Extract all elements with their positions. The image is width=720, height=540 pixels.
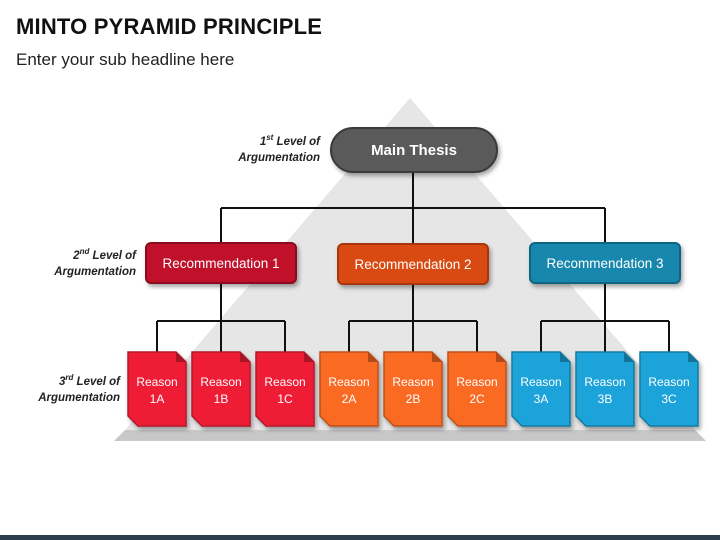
reason-box-1c: Reason 1C [255, 351, 315, 427]
connectors-level-1 [220, 173, 606, 243]
reason-box-fold [432, 352, 442, 362]
connectors-level-2 [156, 284, 670, 352]
reason-label-line2: 3B [598, 392, 613, 406]
reason-box-fold [176, 352, 186, 362]
reason-label-line2: 2B [406, 392, 421, 406]
reason-box-1a: Reason 1A [127, 351, 187, 427]
reason-box-2c: Reason 2C [447, 351, 507, 427]
reason-label-line2: 2A [342, 392, 357, 406]
reason-box-shape [191, 351, 251, 427]
reason-box-fold [496, 352, 506, 362]
page-title: MINTO PYRAMID PRINCIPLE [16, 14, 323, 39]
level-2-label: 2nd Level of Argumentation [54, 247, 136, 278]
reason-box-fold [368, 352, 378, 362]
reason-box-shape [383, 351, 443, 427]
reason-box-3a: Reason 3A [511, 351, 571, 427]
reason-box-fold [624, 352, 634, 362]
recommendation-1-box: Recommendation 1 [145, 242, 297, 284]
recommendation-2-box: Recommendation 2 [337, 243, 489, 285]
reason-box-shape [639, 351, 699, 427]
reason-label-line2: 1C [277, 392, 293, 406]
reason-label-line2: 2C [469, 392, 485, 406]
reason-label-line2: 3A [534, 392, 549, 406]
reasons-row: Reason 1A Reason 1B Reason 1C Reason 2A Reason 2B… [127, 351, 699, 427]
reason-label-line1: Reason [648, 375, 689, 389]
reason-box-shape [575, 351, 635, 427]
pyramid-base [114, 430, 706, 441]
reason-label-line1: Reason [136, 375, 177, 389]
reason-box-3c: Reason 3C [639, 351, 699, 427]
reason-label-line1: Reason [328, 375, 369, 389]
reason-label-line1: Reason [584, 375, 625, 389]
reason-label-line2: 1A [150, 392, 165, 406]
reason-box-2a: Reason 2A [319, 351, 379, 427]
reason-box-1b: Reason 1B [191, 351, 251, 427]
level-1-label: 1st Level of Argumentation [238, 133, 320, 164]
reason-box-shape [319, 351, 379, 427]
reason-box-shape [127, 351, 187, 427]
reason-box-fold [560, 352, 570, 362]
recommendation-3-box: Recommendation 3 [529, 242, 681, 284]
reason-label-line1: Reason [200, 375, 241, 389]
reason-label-line2: 1B [214, 392, 229, 406]
reason-label-line1: Reason [456, 375, 497, 389]
reason-box-shape [447, 351, 507, 427]
reason-box-fold [304, 352, 314, 362]
reason-label-line2: 3C [661, 392, 677, 406]
bottom-bar [0, 535, 720, 540]
reason-label-line1: Reason [520, 375, 561, 389]
reason-box-fold [240, 352, 250, 362]
reason-box-shape [255, 351, 315, 427]
reason-box-3b: Reason 3B [575, 351, 635, 427]
reason-box-shape [511, 351, 571, 427]
reason-label-line1: Reason [264, 375, 305, 389]
level-3-label: 3rd Level of Argumentation [38, 373, 120, 404]
main-thesis-box: Main Thesis [330, 127, 498, 173]
reason-box-2b: Reason 2B [383, 351, 443, 427]
reason-box-fold [688, 352, 698, 362]
page-subtitle: Enter your sub headline here [16, 50, 235, 69]
reason-label-line1: Reason [392, 375, 433, 389]
